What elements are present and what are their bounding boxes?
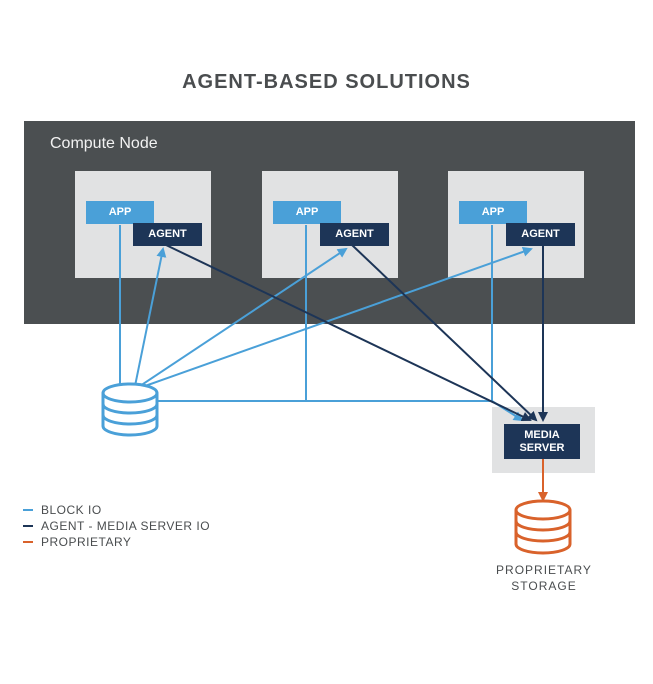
agent-box-2: AGENT [320, 223, 389, 246]
legend-swatch-proprietary [23, 541, 33, 543]
compute-node-label: Compute Node [50, 135, 158, 152]
storage-to-agent-lines [134, 246, 533, 387]
legend-swatch-block-io [23, 509, 33, 511]
app-box-1: APP [86, 201, 154, 224]
legend-item-proprietary: PROPRIETARY [23, 534, 210, 550]
proprietary-storage-icon [514, 499, 572, 555]
vm-box-3: APP AGENT [448, 171, 584, 278]
media-server-label-line1: MEDIA [524, 428, 560, 441]
block-io-lines [119, 225, 524, 422]
agent-box-1: AGENT [133, 223, 202, 246]
app-box-2: APP [273, 201, 341, 224]
vm-box-1: APP AGENT [75, 171, 211, 278]
legend-label-block-io: BLOCK IO [41, 503, 102, 517]
storage-label-line1: PROPRIETARY [496, 563, 592, 577]
app-box-3: APP [459, 201, 527, 224]
legend-label-proprietary: PROPRIETARY [41, 535, 132, 549]
legend-item-block-io: BLOCK IO [23, 502, 210, 518]
legend-swatch-agent-media [23, 525, 33, 527]
diagram-title: AGENT-BASED SOLUTIONS [182, 71, 471, 93]
agent-box-3: AGENT [506, 223, 575, 246]
legend-item-agent-media: AGENT - MEDIA SERVER IO [23, 518, 210, 534]
agent-media-lines [165, 244, 548, 422]
media-server: MEDIA SERVER [504, 424, 580, 459]
legend-label-agent-media: AGENT - MEDIA SERVER IO [41, 519, 211, 533]
storage-label-line2: STORAGE [511, 579, 577, 593]
compute-node: Compute Node APP AGENT APP AGENT APP AGE… [24, 121, 635, 324]
proprietary-storage-label: PROPRIETARY STORAGE [475, 562, 613, 594]
media-server-label-line2: SERVER [519, 441, 565, 454]
legend: BLOCK IO AGENT - MEDIA SERVER IO PROPRIE… [23, 502, 210, 550]
block-storage-icon [101, 382, 159, 437]
vm-box-2: APP AGENT [262, 171, 398, 278]
